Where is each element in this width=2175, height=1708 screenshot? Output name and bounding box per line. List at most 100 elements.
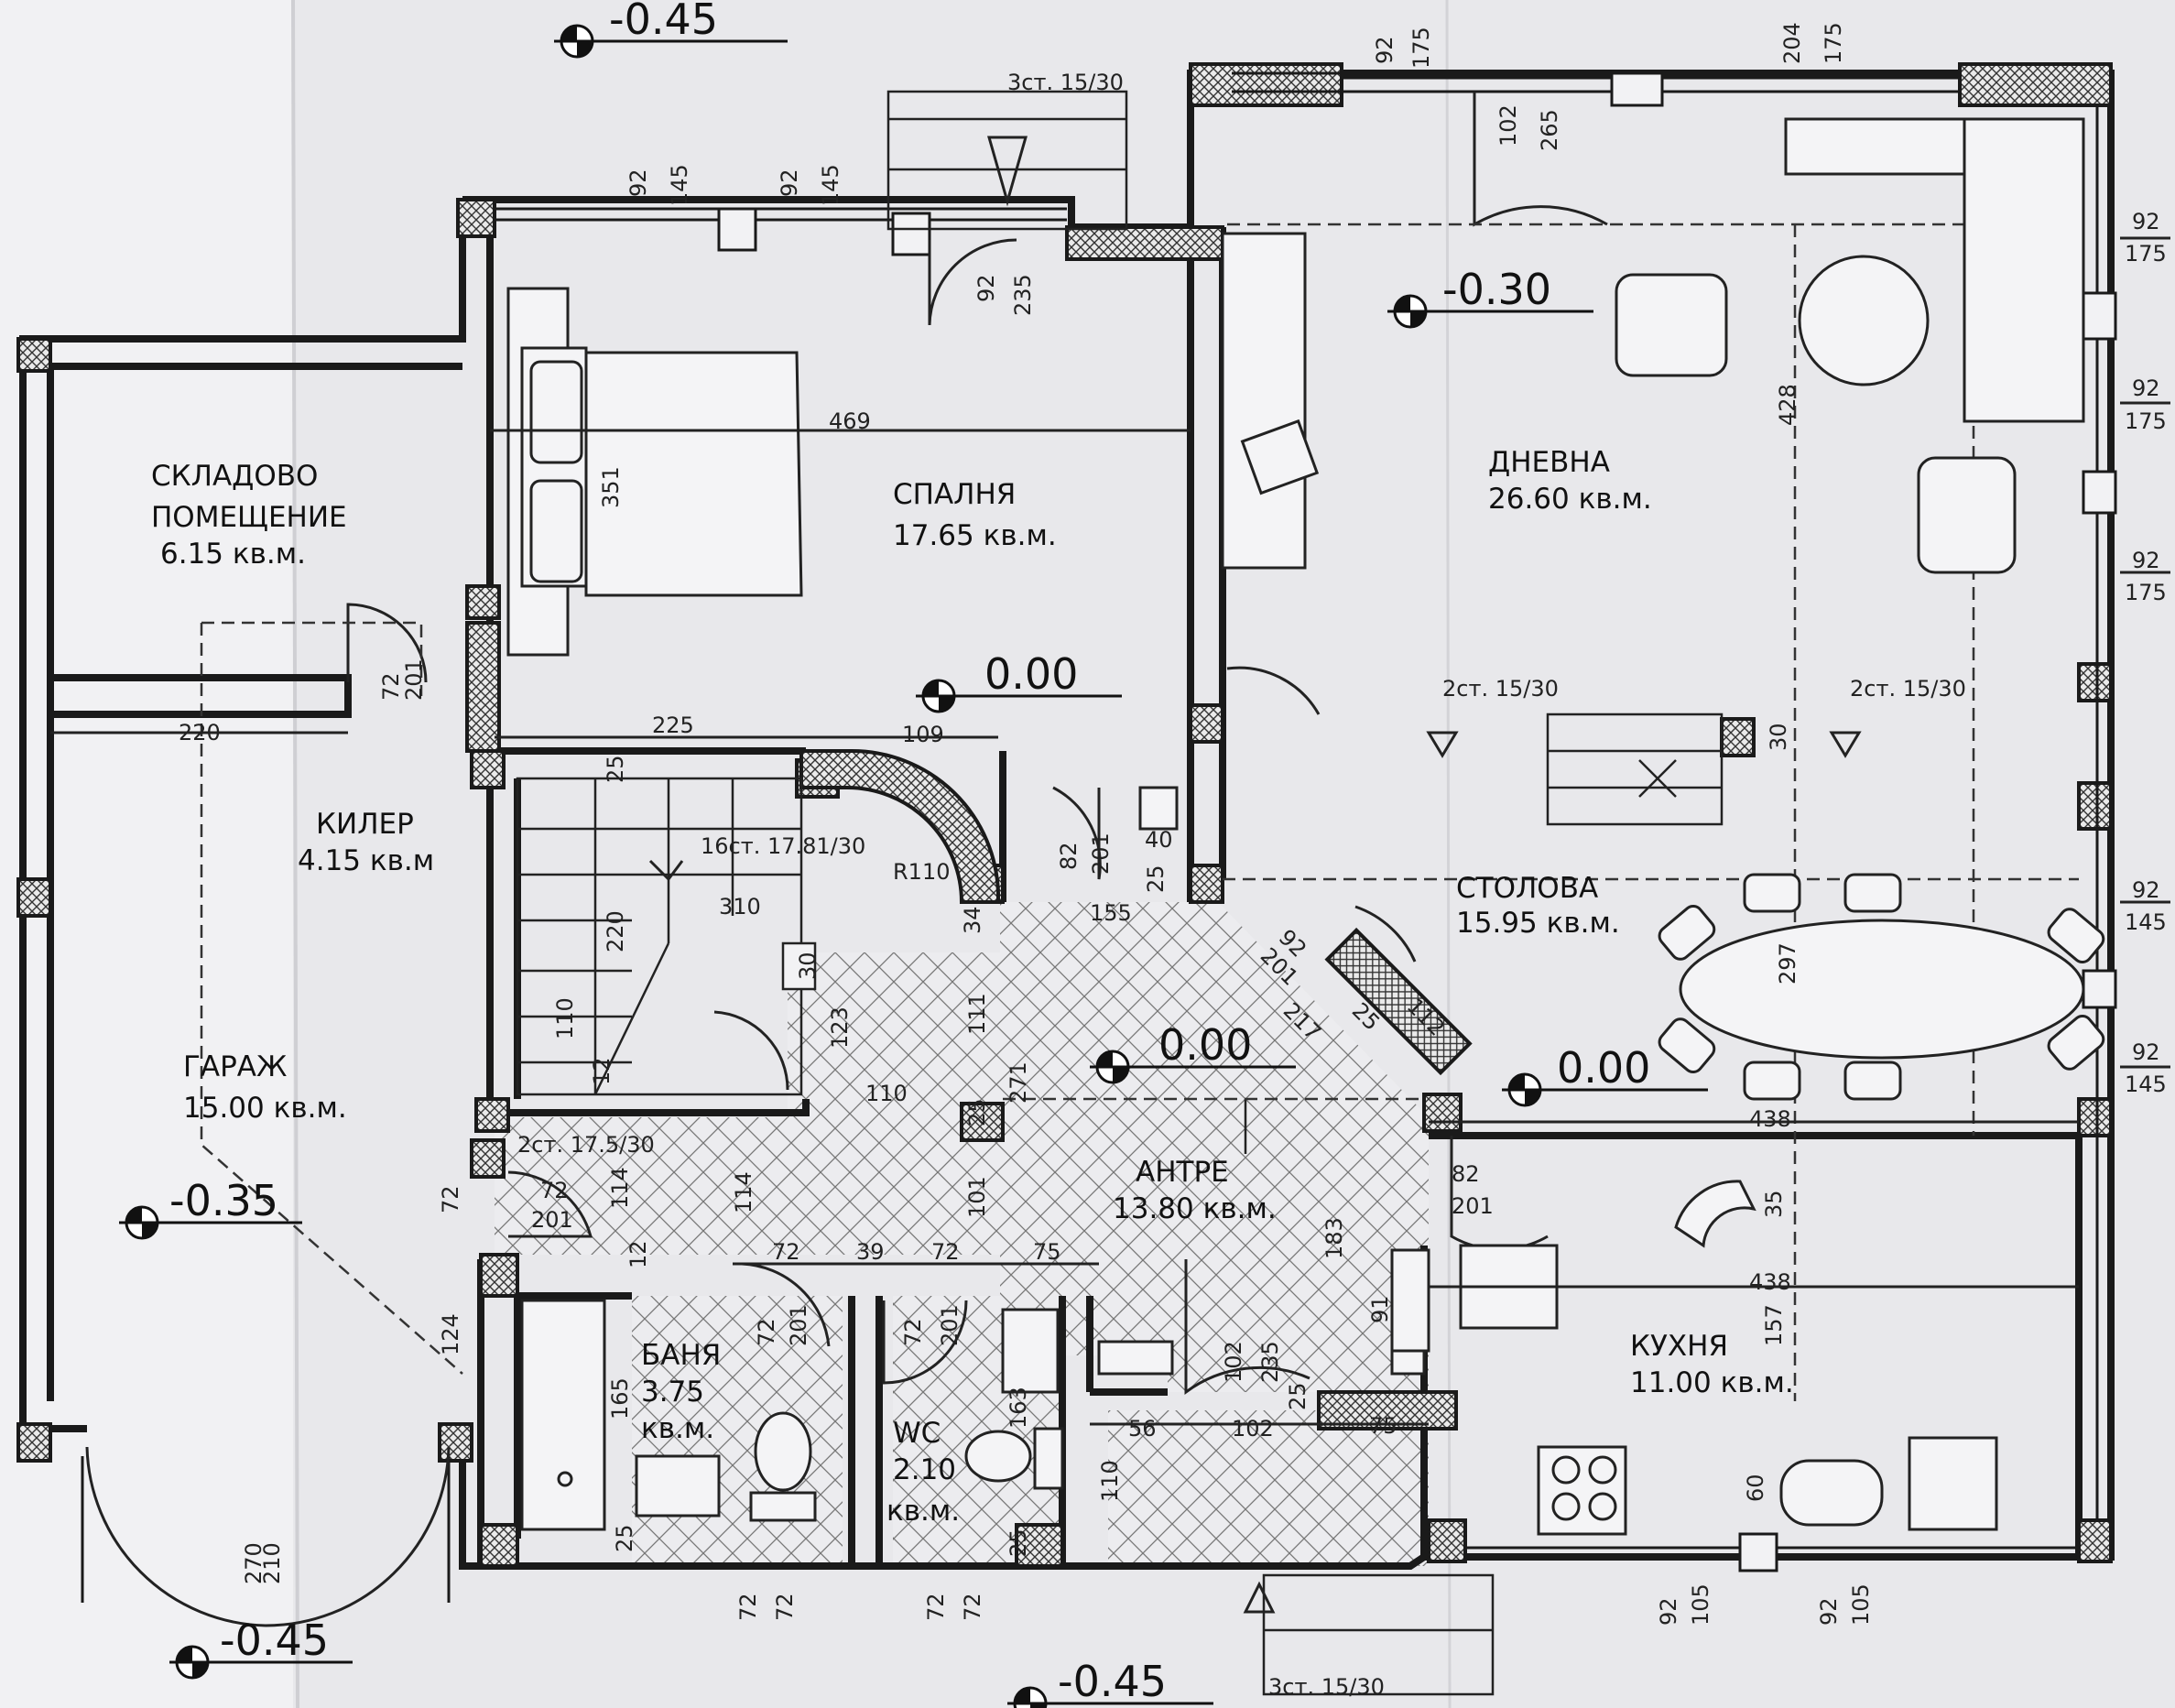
svg-text:3ст. 15/30: 3ст. 15/30	[1268, 1674, 1385, 1700]
svg-text:235: 235	[1257, 1341, 1283, 1383]
windows	[81, 71, 2117, 1603]
svg-text:56: 56	[1128, 1416, 1157, 1441]
room-area-dining: 15.95 кв.м.	[1456, 907, 1620, 940]
svg-text:92: 92	[2132, 877, 2160, 903]
room-area-bathroom-unit: кв.м.	[641, 1412, 714, 1445]
dimensions-right: 92 175 92 175 92 175 92 145 92 145	[2120, 209, 2170, 1097]
svg-text:265: 265	[1537, 109, 1562, 151]
level-marker: 0.00	[916, 649, 1122, 713]
svg-text:201: 201	[531, 1207, 573, 1233]
svg-text:201: 201	[1088, 832, 1114, 875]
svg-text:25: 25	[603, 755, 628, 783]
room-area-wc: 2.10	[893, 1453, 956, 1486]
svg-text:35: 35	[1761, 1190, 1787, 1218]
svg-text:72: 72	[960, 1593, 985, 1621]
svg-text:R110: R110	[893, 859, 950, 885]
room-name-living: ДНЕВНА	[1488, 446, 1610, 479]
svg-text:30: 30	[1766, 723, 1791, 751]
level-marker: 0.00	[1090, 1020, 1296, 1084]
stair-arrows	[648, 136, 1862, 1614]
svg-text:40: 40	[1145, 827, 1173, 853]
svg-text:165: 165	[607, 1377, 633, 1420]
svg-text:225: 225	[652, 713, 694, 738]
svg-text:82: 82	[1056, 842, 1082, 870]
wall-columns	[16, 62, 2113, 1568]
svg-text:109: 109	[902, 722, 944, 747]
room-labels: СКЛАДОВО ПОМЕЩЕНИЕ 6.15 кв.м. СПАЛНЯ 17.…	[151, 446, 1794, 1528]
svg-text:297: 297	[1775, 942, 1800, 985]
svg-text:-0.30: -0.30	[1442, 265, 1551, 314]
svg-text:2ст. 15/30: 2ст. 15/30	[1850, 676, 1966, 702]
svg-text:92: 92	[2132, 548, 2160, 573]
svg-text:271: 271	[1006, 1061, 1031, 1104]
room-name-storage: СКЛАДОВО	[151, 460, 318, 493]
svg-text:92: 92	[1372, 36, 1397, 64]
room-area-hall: 13.80 кв.м.	[1113, 1192, 1277, 1225]
svg-text:220: 220	[603, 910, 628, 952]
room-area-kitchen: 11.00 кв.м.	[1630, 1366, 1794, 1399]
svg-text:60: 60	[1743, 1474, 1768, 1502]
level-marker: -0.45	[1007, 1657, 1213, 1708]
svg-text:72: 72	[540, 1178, 569, 1203]
svg-text:92: 92	[2132, 375, 2160, 401]
level-markers: -0.45 -0.30 0.00 0.00 0.00	[119, 0, 1708, 1708]
level-marker: -0.35	[119, 1176, 302, 1240]
svg-text:16ст. 17.81/30: 16ст. 17.81/30	[701, 833, 865, 859]
svg-text:210: 210	[259, 1542, 285, 1584]
svg-text:175: 175	[2125, 408, 2167, 434]
svg-text:145: 145	[2125, 1072, 2167, 1097]
svg-text:75: 75	[1033, 1239, 1061, 1265]
paper-fold	[291, 0, 299, 1708]
svg-text:72: 72	[735, 1593, 761, 1621]
room-area-bedroom: 17.65 кв.м.	[893, 519, 1057, 552]
room-name-bedroom: СПАЛНЯ	[893, 478, 1016, 511]
svg-text:92: 92	[2132, 209, 2160, 234]
room-name-bathroom: БАНЯ	[641, 1339, 721, 1372]
svg-text:92: 92	[2132, 1039, 2160, 1065]
svg-text:25: 25	[1143, 865, 1169, 893]
room-area-living: 26.60 кв.м.	[1488, 483, 1652, 516]
svg-text:92: 92	[1656, 1597, 1681, 1626]
svg-text:-0.45: -0.45	[1058, 1657, 1167, 1706]
level-marker: -0.30	[1387, 265, 1593, 329]
svg-text:72: 72	[438, 1185, 463, 1213]
room-area-storage: 6.15 кв.м.	[160, 538, 306, 571]
svg-text:-0.45: -0.45	[220, 1616, 329, 1665]
svg-text:204: 204	[1779, 22, 1805, 64]
svg-text:105: 105	[1688, 1583, 1713, 1626]
svg-text:270: 270	[241, 1542, 266, 1584]
room-area-pantry: 4.15 кв.м	[298, 844, 434, 877]
room-name-wc: WC	[893, 1417, 941, 1450]
svg-text:72: 72	[772, 1593, 798, 1621]
svg-text:163: 163	[1006, 1387, 1031, 1429]
svg-text:101: 101	[964, 1176, 990, 1218]
svg-text:201: 201	[786, 1304, 811, 1346]
svg-text:72: 72	[931, 1239, 960, 1265]
svg-text:12: 12	[625, 1240, 651, 1268]
level-marker: -0.45	[169, 1616, 353, 1680]
svg-text:25: 25	[1006, 1528, 1031, 1557]
level-marker: 0.00	[1502, 1043, 1708, 1107]
svg-text:25: 25	[1285, 1382, 1310, 1410]
doors	[85, 92, 1608, 1627]
svg-text:105: 105	[1848, 1583, 1874, 1626]
svg-text:91: 91	[1367, 1295, 1393, 1323]
svg-text:310: 310	[719, 894, 761, 919]
svg-text:75: 75	[1369, 1413, 1397, 1439]
svg-text:92: 92	[1816, 1597, 1842, 1626]
level-marker: -0.45	[554, 0, 788, 59]
svg-text:72: 72	[754, 1318, 779, 1346]
room-area-bathroom: 3.75	[641, 1376, 704, 1409]
svg-text:201: 201	[937, 1304, 962, 1346]
svg-text:175: 175	[1408, 27, 1434, 69]
svg-text:145: 145	[818, 164, 843, 206]
svg-text:72: 72	[772, 1239, 800, 1265]
tiled-floor	[495, 902, 1429, 1566]
svg-text:110: 110	[865, 1081, 908, 1106]
svg-text:-0.35: -0.35	[169, 1176, 278, 1225]
furniture	[506, 117, 2105, 1536]
svg-text:145: 145	[667, 164, 692, 206]
svg-text:145: 145	[2125, 909, 2167, 935]
room-name-pantry: КИЛЕР	[316, 808, 414, 841]
svg-text:220: 220	[179, 720, 221, 745]
